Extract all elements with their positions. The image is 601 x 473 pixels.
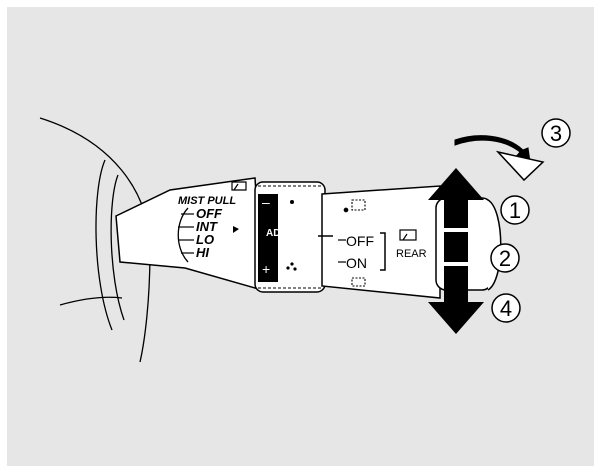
svg-text:3: 3 bbox=[550, 121, 562, 146]
adj-minus: – bbox=[262, 194, 270, 210]
rear-wiper-icon bbox=[399, 229, 417, 241]
front-wiper-icon bbox=[231, 181, 247, 191]
rear-label: REAR bbox=[396, 248, 427, 260]
callout-4: 4 bbox=[491, 293, 521, 323]
adj-label: ADJ bbox=[266, 228, 286, 239]
up-down-arrow-icon bbox=[428, 168, 484, 334]
front-position-off: OFF bbox=[196, 206, 223, 221]
mist-pull-label: MIST PULL bbox=[178, 195, 236, 207]
callout-1: 1 bbox=[500, 195, 530, 225]
slow-dot-icon bbox=[290, 200, 294, 204]
callout-2: 2 bbox=[490, 243, 520, 273]
callout-3: 3 bbox=[541, 118, 571, 148]
front-position-int: INT bbox=[196, 219, 218, 234]
rotate-arrow-icon bbox=[454, 135, 545, 182]
svg-text:4: 4 bbox=[500, 296, 512, 321]
front-position-lo: LO bbox=[196, 232, 214, 247]
svg-text:1: 1 bbox=[509, 198, 521, 223]
front-wiper-positions: MIST PULL OFF INT LO HI bbox=[177, 181, 247, 263]
adj-plus: + bbox=[262, 261, 270, 277]
rear-position-off: OFF bbox=[346, 233, 374, 249]
rear-position-on: ON bbox=[346, 255, 367, 271]
washer-icon bbox=[343, 199, 366, 213]
fast-dots-icon bbox=[286, 262, 297, 271]
rear-wiper-barrel: OFF ON REAR bbox=[318, 185, 441, 299]
svg-text:2: 2 bbox=[499, 246, 511, 271]
pointer-marker bbox=[233, 226, 239, 233]
adj-ring: – + ADJ bbox=[254, 181, 326, 293]
front-position-hi: HI bbox=[196, 245, 209, 260]
